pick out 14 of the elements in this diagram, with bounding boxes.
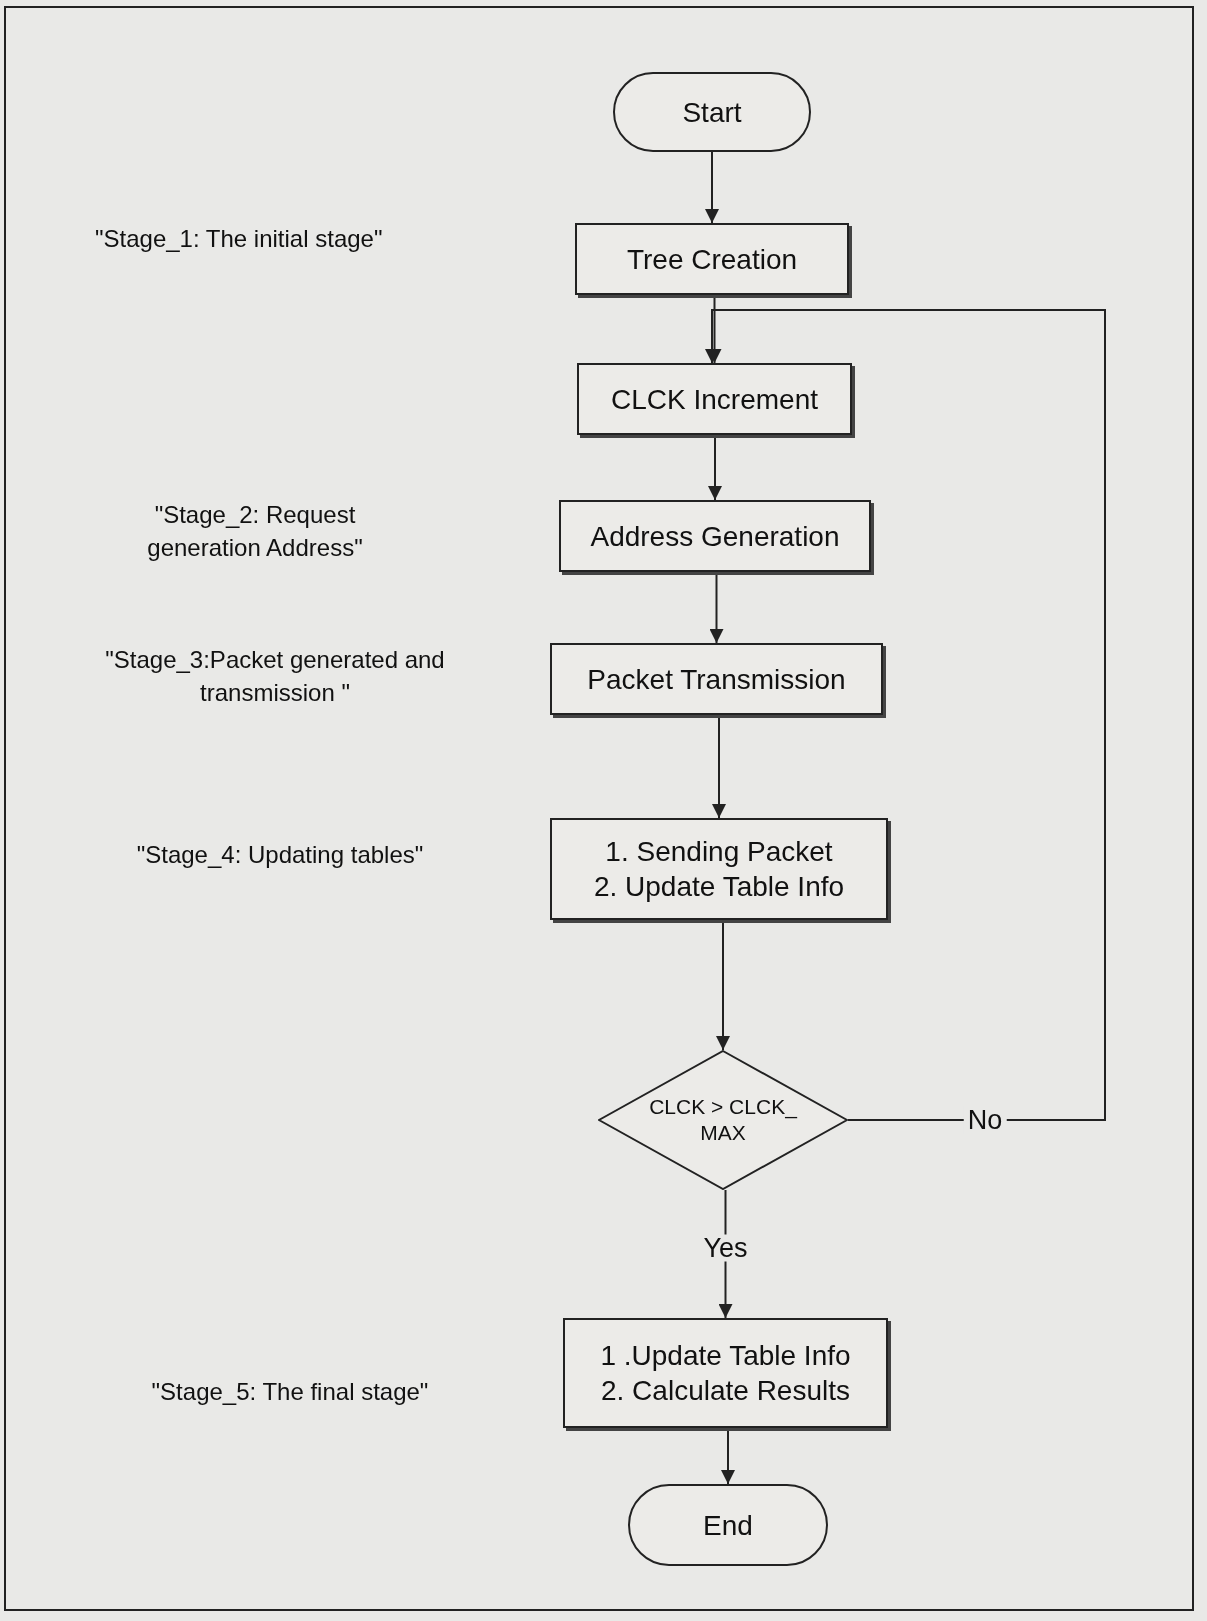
arrow: [705, 309, 1106, 1121]
process-box: 1 .Update Table Info 2. Calculate Results: [563, 1318, 888, 1428]
stage-label: "Stage_2: Request generation Address": [146, 500, 364, 563]
stage-label: "Stage_5: The final stage": [150, 1377, 430, 1407]
stage-label: "Stage_4: Updating tables": [135, 840, 425, 870]
process-box: CLCK Increment: [577, 363, 852, 435]
process-box: Address Generation: [559, 500, 871, 572]
process-box: Tree Creation: [575, 223, 849, 295]
process-box: 1. Sending Packet 2. Update Table Info: [550, 818, 888, 920]
process-box: Packet Transmission: [550, 643, 883, 715]
stage-label: "Stage_3:Packet generated and transmission ": [104, 645, 446, 708]
stage-label: "Stage_1: The initial stage": [95, 224, 384, 254]
decision-diamond: CLCK > CLCK_ MAX: [598, 1050, 848, 1190]
arrow: [705, 151, 719, 224]
